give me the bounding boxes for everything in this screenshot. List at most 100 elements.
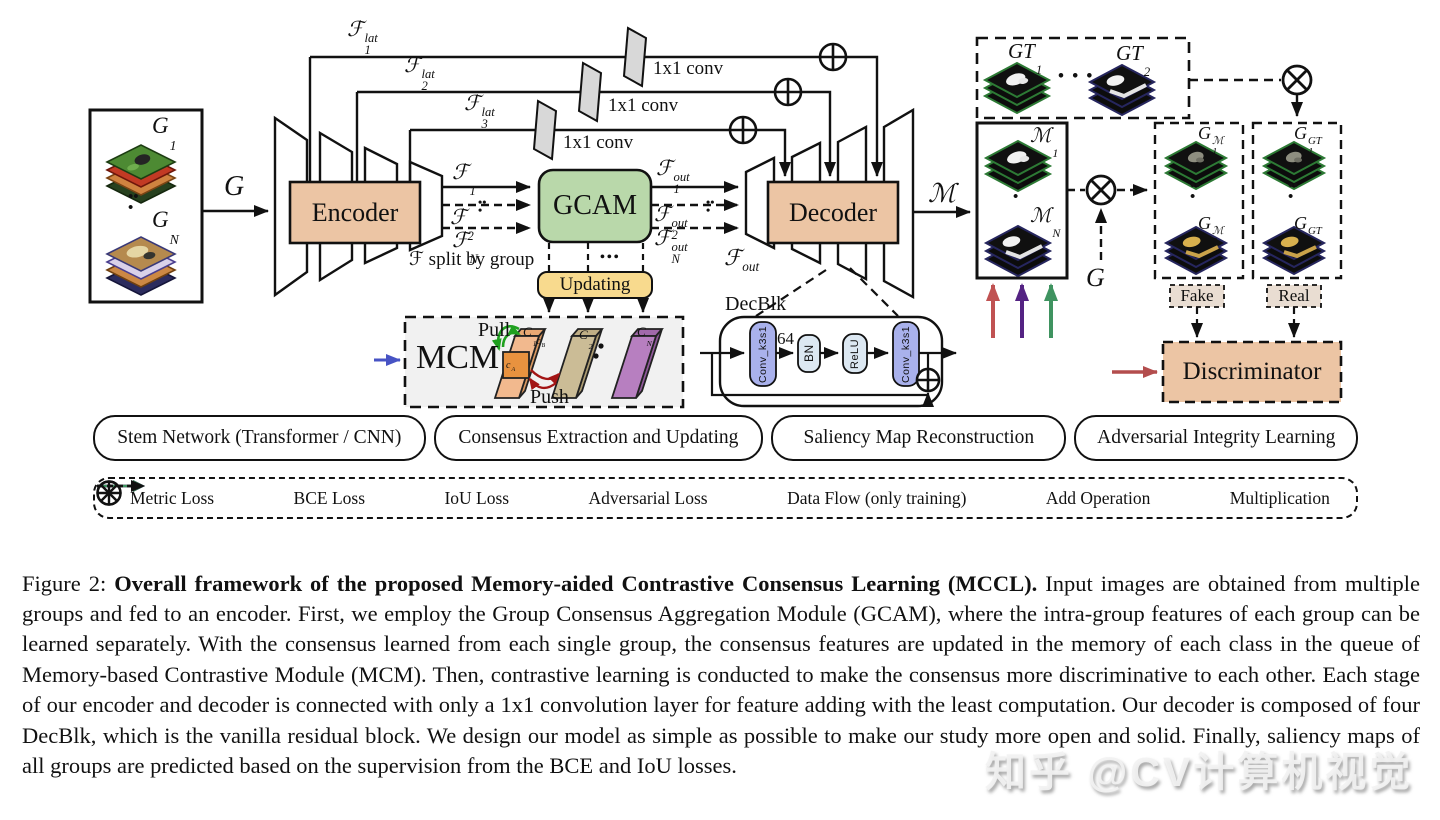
real-label: Real: [1278, 286, 1310, 305]
pull-label: Pull: [478, 319, 511, 341]
stage-consensus-extraction: Consensus Extraction and Updating: [433, 415, 764, 461]
feat-dots: •••: [478, 195, 487, 218]
multiplication-icon: [1281, 64, 1313, 96]
decblk-flow: [700, 347, 957, 407]
legend-add-operation: Add Operation: [96, 480, 1150, 509]
mcm-label: MCM: [416, 339, 500, 376]
conv1x1-label-3: 1x1 conv: [563, 132, 634, 153]
relu-block: [842, 333, 868, 374]
stage-stem-network: Stem Network (Transformer / CNN): [93, 415, 426, 461]
decblk-title: DecBlk: [725, 293, 787, 315]
push-label: Push: [530, 386, 569, 408]
conv-k3s1-label-1: Conv_k3s1: [757, 325, 769, 383]
bn-block: [797, 334, 821, 373]
updating-to-mcm-arrows: [543, 298, 649, 313]
updating-label: Updating: [559, 274, 631, 295]
updating-dots: •••: [600, 250, 621, 265]
pull-push-arrows: [491, 325, 561, 391]
encoder-to-gcam-arrows: [442, 181, 531, 234]
g-multiply-label: G: [1086, 263, 1105, 292]
legend-data-flow: Data Flow (only training): [97, 480, 966, 509]
input-dots: •••: [128, 189, 139, 216]
legend: Metric Loss BCE Loss IoU Loss Adversaria…: [93, 477, 1358, 519]
conv-k3s1-block: [749, 321, 777, 387]
gt-dots: • • •: [1058, 66, 1095, 85]
legend-iou-loss: IoU Loss: [97, 480, 509, 509]
discriminator-label: Discriminator: [1182, 358, 1322, 385]
add-operation-icon: [818, 42, 848, 72]
ggt-box: [1251, 121, 1343, 280]
gcam-to-decoder-arrows: [651, 181, 739, 234]
gt-box: [975, 36, 1191, 120]
relu-label: ReLU: [849, 338, 861, 369]
conv1x1-label-1: 1x1 conv: [653, 58, 724, 79]
legend-bce-loss: BCE Loss: [97, 480, 365, 509]
multiplication-icon-2: [1085, 174, 1117, 206]
stage-labels-row: Stem Network (Transformer / CNN) Consens…: [93, 415, 1359, 461]
channels-64-label: 64: [777, 329, 794, 348]
ggt-dots: •••: [1288, 178, 1299, 205]
figure-caption: Figure 2: Overall framework of the propo…: [22, 569, 1420, 782]
memory-bars: [493, 328, 664, 399]
caption-body: Input images are obtained from multiple …: [22, 570, 1420, 778]
conv1x1-label-2: 1x1 conv: [608, 95, 679, 116]
updating-box: [537, 271, 653, 299]
add-operation-icon: [728, 115, 758, 145]
diagram-canvas: [88, 26, 1343, 409]
discriminator-box: [1161, 340, 1343, 404]
m-output-label: ℳ: [928, 179, 956, 208]
gcam-label: GCAM: [552, 190, 637, 221]
mbox-dots: •••: [1013, 178, 1024, 205]
fake-label: Fake: [1180, 286, 1214, 305]
gm-box: [1153, 121, 1245, 280]
split-by-group-label: ℱ split by group: [409, 249, 535, 270]
stage-saliency-reconstruction: Saliency Map Reconstruction: [771, 415, 1067, 461]
bn-label: BN: [802, 344, 816, 363]
gm-dots: •••: [1190, 178, 1201, 205]
add-operation-icon: [773, 77, 803, 107]
gcam-to-updating-lines: [547, 243, 645, 271]
decoder-box: [766, 180, 900, 245]
legend-adversarial-loss: Adversarial Loss: [97, 480, 708, 509]
legend-multiplication: Multiplication: [96, 480, 1330, 509]
encoder-label: Encoder: [311, 197, 399, 227]
encoder-box: [288, 180, 422, 245]
caption-prefix: Figure 2:: [22, 570, 115, 596]
conv-k3s1-label-2: Conv_k3s1: [900, 325, 912, 383]
lateral-skip-lines: [308, 55, 883, 182]
decblk-zoom-lines: [755, 267, 899, 317]
loss-arrows: [986, 283, 1058, 338]
conv1x1-blocks: [532, 26, 648, 161]
input-flow-label: G: [224, 171, 245, 202]
conv-k3s1-block-2: [892, 321, 920, 387]
stage-adversarial-learning: Adversarial Integrity Learning: [1074, 415, 1359, 461]
watermark: 知乎 @CV计算机视觉: [985, 749, 1414, 795]
out-dots: •••: [706, 195, 715, 218]
caption-bold-title: Overall framework of the proposed Memory…: [114, 570, 1038, 596]
